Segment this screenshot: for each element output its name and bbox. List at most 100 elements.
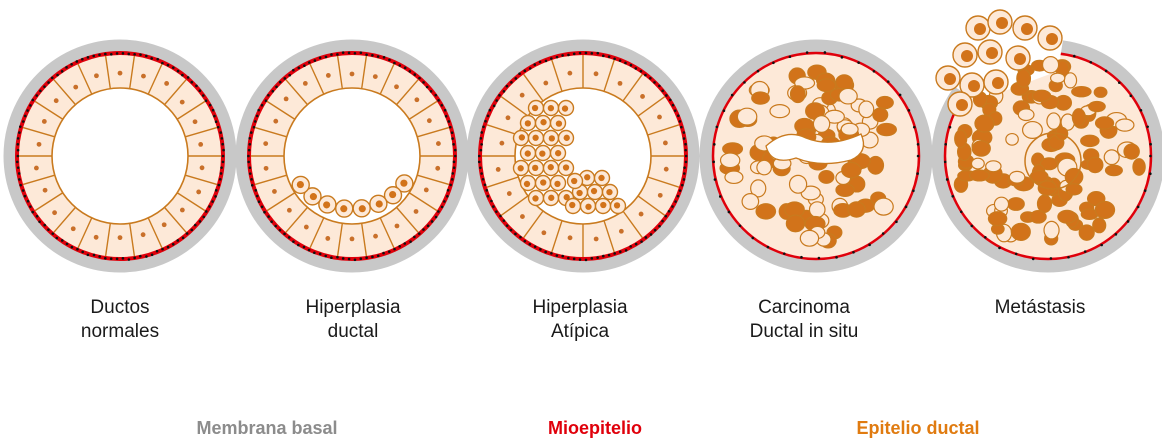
myoepithelial-nucleus-dot: [348, 258, 351, 261]
myoepithelial-nucleus-dot: [882, 232, 885, 235]
epithelial-cell-nucleus: [273, 119, 278, 124]
myoepithelial-nucleus-dot: [634, 67, 637, 70]
carcinoma-cell: [836, 75, 853, 90]
myoepithelial-nucleus-dot: [256, 115, 259, 118]
myoepithelial-nucleus-dot: [664, 215, 667, 218]
myoepithelial-nucleus-dot: [104, 257, 107, 260]
myoepithelial-nucleus-dot: [437, 99, 440, 102]
myoepithelial-nucleus-dot: [187, 76, 190, 79]
epithelial-cell-nucleus: [326, 73, 331, 78]
myoepithelial-nucleus-dot: [38, 220, 41, 223]
myoepithelial-nucleus-dot: [218, 184, 221, 187]
myoepithelial-nucleus-dot: [556, 254, 559, 257]
myoepithelial-nucleus-dot: [354, 52, 357, 55]
epithelial-cell-nucleus: [272, 189, 277, 194]
myoepithelial-nucleus-dot: [215, 120, 218, 123]
epithelial-cell-nucleus: [499, 141, 504, 146]
myoepithelial-nucleus-dot: [270, 220, 273, 223]
myoepithelial-nucleus-dot: [17, 166, 20, 169]
proliferating-cell-nucleus: [525, 150, 531, 156]
carcinoma-cell: [742, 194, 759, 210]
invasive-cell: [972, 141, 990, 156]
myoepithelial-nucleus-dot: [714, 178, 717, 181]
myoepithelial-nucleus-dot: [161, 248, 164, 251]
myoepithelial-nucleus-dot: [110, 53, 113, 56]
myoepithelial-nucleus-dot: [685, 161, 688, 164]
myoepithelial-nucleus-dot: [806, 51, 809, 54]
duct-normal: [10, 46, 230, 266]
myoepithelial-nucleus-dot: [70, 63, 73, 66]
myoepithelial-nucleus-dot: [482, 125, 485, 128]
epithelial-cell-nucleus: [619, 229, 624, 234]
myoepithelial-nucleus-dot: [139, 255, 142, 258]
myoepithelial-nucleus-dot: [209, 104, 212, 107]
myoepithelial-nucleus-dot: [567, 54, 570, 57]
invasive-cell: [1081, 135, 1099, 146]
myoepithelial-nucleus-dot: [43, 224, 46, 227]
myoepithelial-nucleus-dot: [250, 178, 253, 181]
epithelial-cell-nucleus: [284, 97, 289, 102]
myoepithelial-nucleus-dot: [716, 126, 719, 129]
myoepithelial-nucleus-dot: [443, 200, 446, 203]
myoepithelial-nucleus-dot: [679, 120, 682, 123]
carcinoma-cell: [752, 92, 770, 104]
myoepithelial-nucleus-dot: [579, 52, 582, 55]
myoepithelial-nucleus-dot: [645, 236, 648, 239]
myoepithelial-nucleus-dot: [1149, 172, 1152, 175]
epithelial-cell-nucleus: [414, 97, 419, 102]
myoepithelial-nucleus-dot: [66, 243, 69, 246]
invasive-cell: [955, 130, 967, 147]
myoepithelial-nucleus-dot: [602, 255, 605, 258]
proliferating-cell-nucleus: [548, 195, 554, 201]
myoepithelial-nucleus-dot: [783, 252, 786, 255]
epithelial-cell-nucleus: [395, 224, 400, 229]
myoepithelial-nucleus-dot: [453, 161, 456, 164]
epithelial-cell-nucleus: [73, 85, 78, 90]
myoepithelial-nucleus-dot: [22, 120, 25, 123]
epithelial-cell-nucleus: [42, 119, 47, 124]
invasive-cell: [1066, 184, 1082, 195]
myoepithelial-nucleus-dot: [449, 126, 452, 129]
carcinoma-cell: [874, 198, 893, 215]
myoepithelial-nucleus-dot: [71, 246, 74, 249]
epithelial-cell-nucleus: [94, 73, 99, 78]
myoepithelial-nucleus-dot: [1130, 95, 1133, 98]
proliferating-cell-nucleus: [569, 202, 575, 208]
myoepithelial-nucleus-dot: [215, 189, 218, 192]
myoepithelial-nucleus-dot: [283, 233, 286, 236]
myoepithelial-nucleus-dot: [205, 210, 208, 213]
myoepithelial-nucleus-dot: [478, 161, 481, 164]
myoepithelial-nucleus-dot: [267, 94, 270, 97]
metastatic-cell-nucleus: [992, 77, 1004, 89]
myoepithelial-nucleus-dot: [43, 85, 46, 88]
carcinoma-cell: [790, 175, 807, 193]
stage-label-line: Metástasis: [940, 296, 1140, 320]
myoepithelial-nucleus-dot: [133, 257, 136, 260]
myoepithelial-nucleus-dot: [18, 172, 21, 175]
myoepithelial-nucleus-dot: [556, 56, 559, 59]
proliferating-cell-nucleus: [524, 181, 530, 187]
myoepithelial-nucleus-dot: [503, 219, 506, 222]
invasive-cell: [988, 212, 1006, 226]
myoepithelial-nucleus-dot: [208, 205, 211, 208]
myoepithelial-nucleus-dot: [257, 109, 260, 112]
myoepithelial-nucleus-dot: [398, 245, 401, 248]
myoepithelial-nucleus-dot: [480, 137, 483, 140]
myoepithelial-nucleus-dot: [448, 120, 451, 123]
myoepithelial-nucleus-dot: [172, 66, 175, 69]
myoepithelial-nucleus-dot: [388, 250, 391, 253]
myoepithelial-nucleus-dot: [16, 161, 19, 164]
myoepithelial-nucleus-dot: [303, 246, 306, 249]
invasive-cell: [1064, 73, 1076, 88]
myoepithelial-nucleus-dot: [133, 53, 136, 56]
myoepithelial-nucleus-dot: [167, 64, 170, 67]
myoepithelial-nucleus-dot: [767, 246, 770, 249]
proliferating-cell-nucleus: [340, 205, 347, 212]
myoepithelial-nucleus-dot: [665, 94, 668, 97]
proliferating-cell-nucleus: [576, 190, 582, 196]
myoepithelial-nucleus-dot: [319, 253, 322, 256]
myoepithelial-nucleus-dot: [27, 200, 30, 203]
epithelial-cell-nucleus: [618, 81, 623, 86]
myoepithelial-nucleus-dot: [427, 225, 430, 228]
myoepithelial-nucleus-dot: [330, 53, 333, 56]
